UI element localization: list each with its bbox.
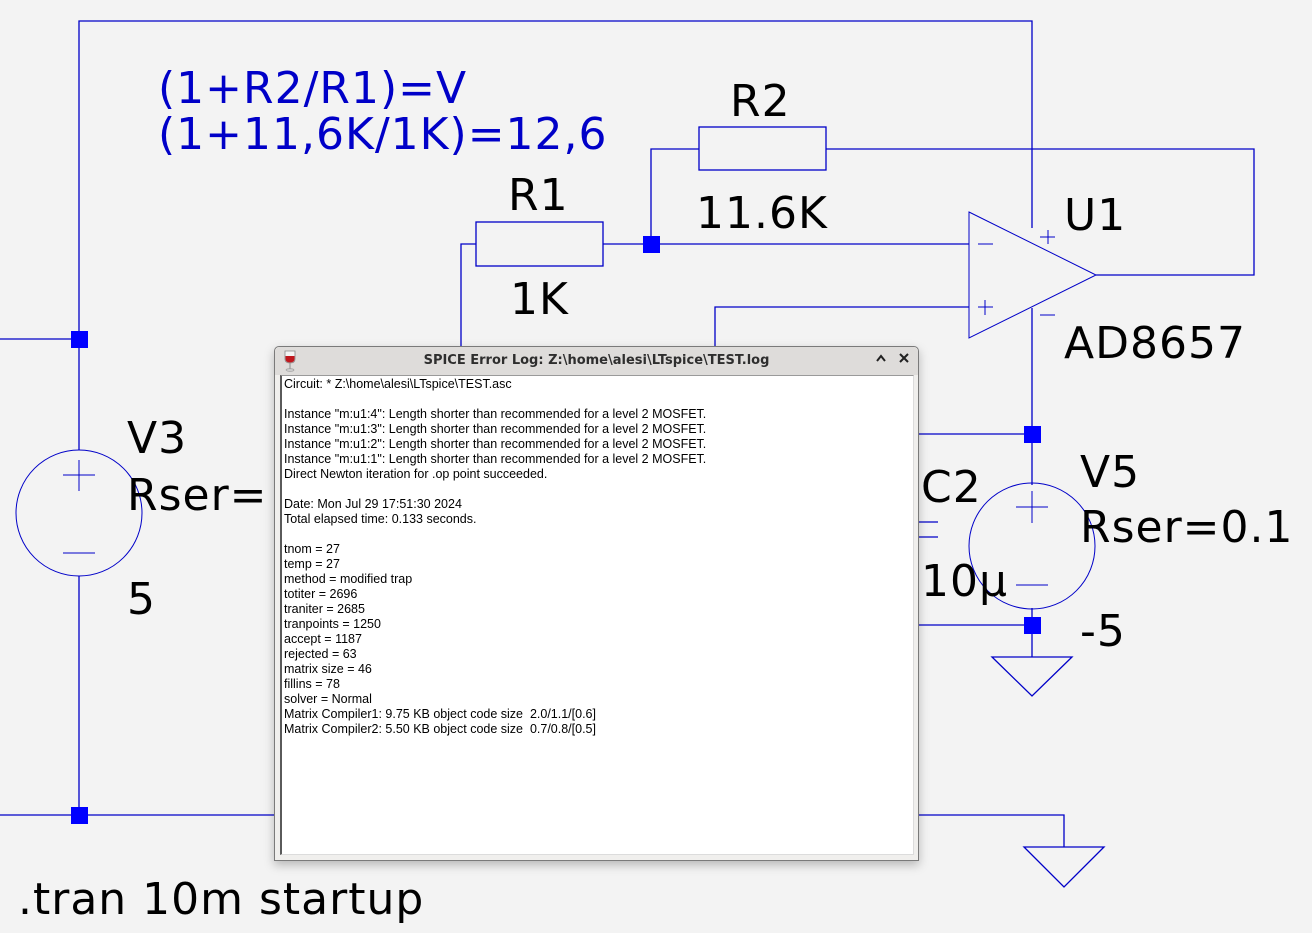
tran-directive[interactable]: .tran 10m startup [18, 874, 425, 925]
v3-name-label[interactable]: V3 [127, 413, 188, 464]
log-line: totiter = 2696 [284, 587, 358, 601]
u1-value-label[interactable]: AD8657 [1064, 318, 1246, 369]
wire[interactable] [78, 20, 1033, 339]
v3-rser-label[interactable]: Rser= [127, 470, 268, 521]
junction-dot [1024, 426, 1041, 443]
log-line: matrix size = 46 [284, 662, 372, 676]
log-line: Instance "m:u1:4": Length shorter than r… [284, 407, 707, 421]
wire[interactable] [826, 148, 1255, 276]
v3-value-label[interactable]: 5 [127, 574, 156, 625]
log-line: fillins = 78 [284, 677, 340, 691]
wire[interactable] [650, 148, 699, 244]
log-line: Matrix Compiler2: 5.50 KB object code si… [284, 722, 596, 736]
chevron-up-icon [876, 354, 886, 362]
log-line [284, 392, 913, 407]
log-line: tranpoints = 1250 [284, 617, 381, 631]
log-text-area[interactable]: Circuit: * Z:\home\alesi\LTspice\TEST.as… [280, 375, 914, 855]
junction-dot [71, 331, 88, 348]
log-line: Instance "m:u1:2": Length shorter than r… [284, 437, 707, 451]
log-line: accept = 1187 [284, 632, 362, 646]
spice-error-log-dialog: SPICE Error Log: Z:\home\alesi\LTspice\T… [274, 346, 919, 861]
v5-value-label[interactable]: -5 [1080, 606, 1126, 657]
log-line: traniter = 2685 [284, 602, 365, 616]
v5-name-label[interactable]: V5 [1080, 447, 1141, 498]
log-line: Instance "m:u1:3": Length shorter than r… [284, 422, 707, 436]
u1-name-label[interactable]: U1 [1064, 190, 1127, 241]
wire[interactable] [918, 814, 1065, 847]
log-line: Total elapsed time: 0.133 seconds. [284, 512, 477, 526]
log-line: method = modified trap [284, 572, 413, 586]
dialog-title: SPICE Error Log: Z:\home\alesi\LTspice\T… [423, 353, 770, 368]
junction-dot [71, 807, 88, 824]
resistor-r1-body[interactable] [475, 221, 604, 267]
log-line: tnom = 27 [284, 542, 340, 556]
log-line [284, 482, 913, 497]
dialog-titlebar[interactable]: SPICE Error Log: Z:\home\alesi\LTspice\T… [275, 347, 918, 375]
r1-name-label[interactable]: R1 [508, 170, 569, 221]
formula-note-line2[interactable]: (1+11,6K/1K)=12,6 [158, 109, 608, 160]
ground-symbol[interactable] [990, 656, 1074, 697]
r2-value-label[interactable]: 11.6K [696, 188, 828, 239]
maximize-button[interactable] [872, 351, 890, 369]
opamp-u1-symbol[interactable] [968, 211, 1098, 339]
v5-rser-label[interactable]: Rser=0.1 [1080, 502, 1294, 553]
wire[interactable] [714, 306, 969, 346]
close-icon [899, 353, 909, 363]
c2-name-label[interactable]: C2 [921, 462, 982, 513]
log-line: Matrix Compiler1: 9.75 KB object code si… [284, 707, 596, 721]
log-line: Instance "m:u1:1": Length shorter than r… [284, 452, 707, 466]
wine-glass-icon [284, 350, 296, 372]
log-line: rejected = 63 [284, 647, 357, 661]
formula-note-line1[interactable]: (1+R2/R1)=V [158, 63, 468, 114]
log-line: temp = 27 [284, 557, 340, 571]
r2-name-label[interactable]: R2 [730, 76, 791, 127]
log-line: Circuit: * Z:\home\alesi\LTspice\TEST.as… [284, 377, 512, 391]
ground-symbol[interactable] [1022, 846, 1106, 888]
close-button[interactable] [895, 351, 913, 369]
junction-dot [643, 236, 660, 253]
junction-dot [1024, 617, 1041, 634]
log-line: Date: Mon Jul 29 17:51:30 2024 [284, 497, 462, 511]
voltage-source-v5-symbol[interactable] [968, 482, 1096, 610]
c2-value-label[interactable]: 10µ [921, 556, 1008, 607]
wire[interactable] [460, 243, 476, 346]
log-line: solver = Normal [284, 692, 372, 706]
voltage-source-v3-symbol[interactable] [15, 449, 143, 577]
r1-value-label[interactable]: 1K [510, 274, 569, 325]
log-line [284, 527, 913, 542]
log-line: Direct Newton iteration for .op point su… [284, 467, 548, 481]
resistor-r2-body[interactable] [698, 126, 827, 171]
